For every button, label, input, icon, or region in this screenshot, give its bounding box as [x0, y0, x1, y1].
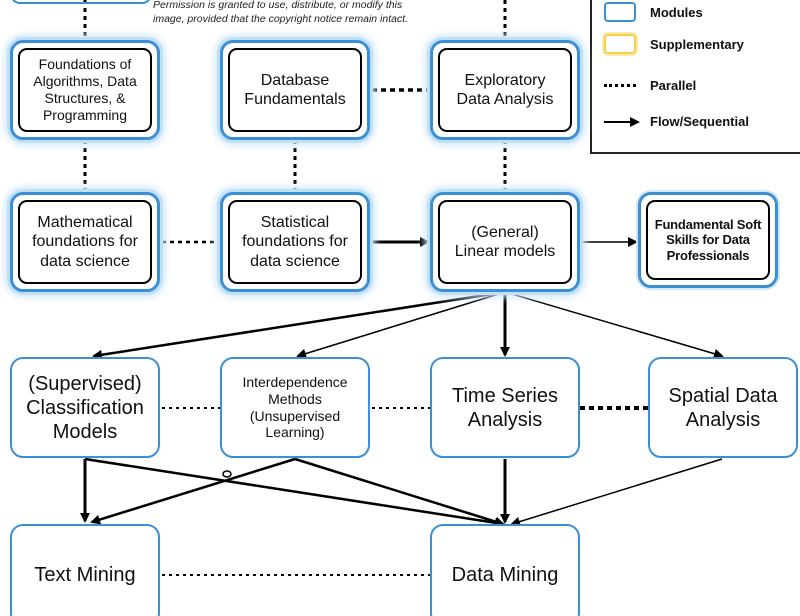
legend-modules-label: Modules [650, 4, 703, 20]
node-text-mining: Text Mining [10, 524, 160, 616]
partial-node-top [10, 0, 152, 4]
node-soft-skills-label: Fundamental Soft Skills for Data Profess… [646, 200, 770, 280]
legend-supplementary-label: Supplementary [650, 36, 744, 52]
node-database-fundamentals-label: Database Fundamentals [228, 48, 362, 132]
flow-arrow-sample [604, 116, 640, 127]
copyright-notice: Permission is granted to use, distribute… [153, 0, 409, 26]
flow-arrow-interdependence-textmining [90, 457, 296, 525]
node-foundations-algorithms-label: Foundations of Algorithms, Data Structur… [18, 48, 152, 132]
node-spatial-data: Spatial Data Analysis [648, 357, 798, 458]
legend-supplementary: Supplementary [604, 34, 744, 54]
node-statistical-foundations-label: Statistical foundations for data science [228, 200, 362, 284]
node-soft-skills: Fundamental Soft Skills for Data Profess… [638, 192, 778, 288]
legend-parallel-label: Parallel [650, 78, 697, 93]
node-mathematical-foundations: Mathematical foundations for data scienc… [10, 192, 160, 292]
node-statistical-foundations: Statistical foundations for data science [220, 192, 370, 292]
legend-modules: Modules [604, 2, 703, 22]
node-foundations-algorithms: Foundations of Algorithms, Data Structur… [10, 40, 160, 140]
legend-flow: Flow/Sequential [604, 114, 749, 129]
flow-arrow-linear-spatial [504, 291, 724, 359]
node-database-fundamentals: Database Fundamentals [220, 40, 370, 140]
flow-arrow-linear-interdependence [296, 291, 506, 359]
crossing-marker [222, 470, 232, 478]
flow-arrow-spatial-datamining [510, 458, 723, 527]
node-classification-models: (Supervised) Classification Models [10, 357, 160, 458]
flow-arrow-classification-datamining [84, 457, 505, 528]
node-exploratory-data-analysis: Exploratory Data Analysis [430, 40, 580, 140]
parallel-line-sample [604, 84, 636, 87]
legend-parallel: Parallel [604, 78, 696, 93]
node-general-linear-models-label: (General) Linear models [438, 200, 572, 284]
node-mathematical-foundations-label: Mathematical foundations for data scienc… [18, 200, 152, 284]
supplementary-swatch [604, 34, 636, 54]
node-general-linear-models: (General) Linear models [430, 192, 580, 292]
node-exploratory-data-analysis-label: Exploratory Data Analysis [438, 48, 572, 132]
legend-flow-label: Flow/Sequential [650, 114, 749, 129]
flow-arrow-linear-classification [92, 290, 506, 360]
node-time-series: Time Series Analysis [430, 357, 580, 458]
flow-arrow-interdependence-datamining [294, 457, 505, 527]
modules-swatch [604, 2, 636, 22]
legend: Modules Supplementary Parallel Flow/Sequ… [590, 0, 800, 154]
node-data-mining: Data Mining [430, 524, 580, 616]
node-interdependence-methods: Interdependence Methods (Unsupervised Le… [220, 357, 370, 458]
